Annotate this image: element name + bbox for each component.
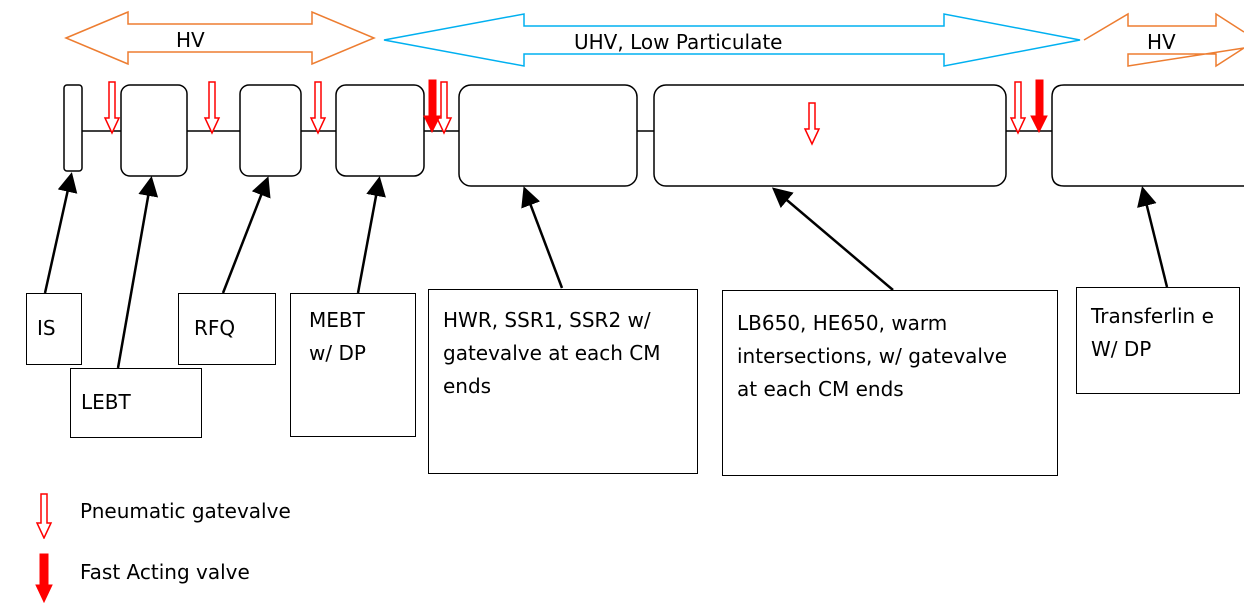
pneumatic-valve-icon (435, 81, 453, 135)
is-component (63, 84, 83, 172)
fast-valve-icon (1030, 79, 1048, 134)
pneumatic-valve-icon (1009, 81, 1027, 135)
hwr-label-box: HWR, SSR1, SSR2 w/ gatevalve at each CM … (428, 289, 698, 474)
fast-valves (423, 79, 1048, 134)
is-pointer (43, 172, 78, 294)
transfer-label-box: Transferlin e W/ DP (1076, 287, 1240, 394)
hv-right-region-arrow (1083, 12, 1244, 68)
mebt-component (335, 84, 425, 177)
hwr-component (458, 84, 638, 187)
fast-valve-icon (423, 79, 441, 134)
lb650-pointer (771, 187, 894, 291)
lebt-component (120, 84, 188, 177)
uhv-label: UHV, Low Particulate (574, 30, 783, 54)
lb650-label: LB650, HE650, warm intersections, w/ gat… (737, 311, 1008, 401)
legend-fast-icon (35, 553, 53, 603)
transferline-component (1051, 84, 1244, 187)
hv-right-label: HV (1147, 30, 1176, 54)
rfq-label-box: RFQ (178, 293, 276, 365)
rfq-pointer (221, 176, 271, 294)
lebt-label-box: LEBT (70, 368, 202, 438)
pneumatic-valve-icon (103, 81, 121, 135)
mebt-label: MEBT w/ DP (309, 308, 366, 365)
mebt-label-box: MEBT w/ DP (290, 293, 416, 437)
rfq-component (239, 84, 302, 177)
pneumatic-valve-icon (309, 81, 327, 135)
legend-pneumatic-icon (35, 493, 53, 539)
mebt-pointer (356, 176, 386, 294)
legend-pneumatic-label: Pneumatic gatevalve (80, 499, 291, 523)
is-label-box: IS (26, 293, 82, 365)
hwr-pointer (521, 186, 564, 289)
lebt-label: LEBT (81, 390, 131, 414)
is-label: IS (37, 316, 56, 340)
lebt-pointer (116, 176, 159, 369)
transfer-pointer (1137, 186, 1169, 288)
legend-fast-label: Fast Acting valve (80, 560, 250, 584)
pneumatic-valve-icon (203, 81, 221, 135)
hwr-label: HWR, SSR1, SSR2 w/ gatevalve at each CM … (443, 308, 661, 398)
rfq-label: RFQ (194, 316, 236, 340)
hv-left-region-arrow (64, 10, 376, 66)
pneumatic-valve-icon (803, 102, 821, 146)
pointer-arrows (43, 172, 1169, 369)
pneumatic-valves (103, 81, 1027, 146)
transfer-label: Transferlin e W/ DP (1091, 304, 1214, 361)
uhv-region-arrow (383, 13, 1081, 67)
lb650-component (653, 84, 1007, 187)
hv-left-label: HV (176, 28, 205, 52)
lb650-label-box: LB650, HE650, warm intersections, w/ gat… (722, 290, 1058, 476)
